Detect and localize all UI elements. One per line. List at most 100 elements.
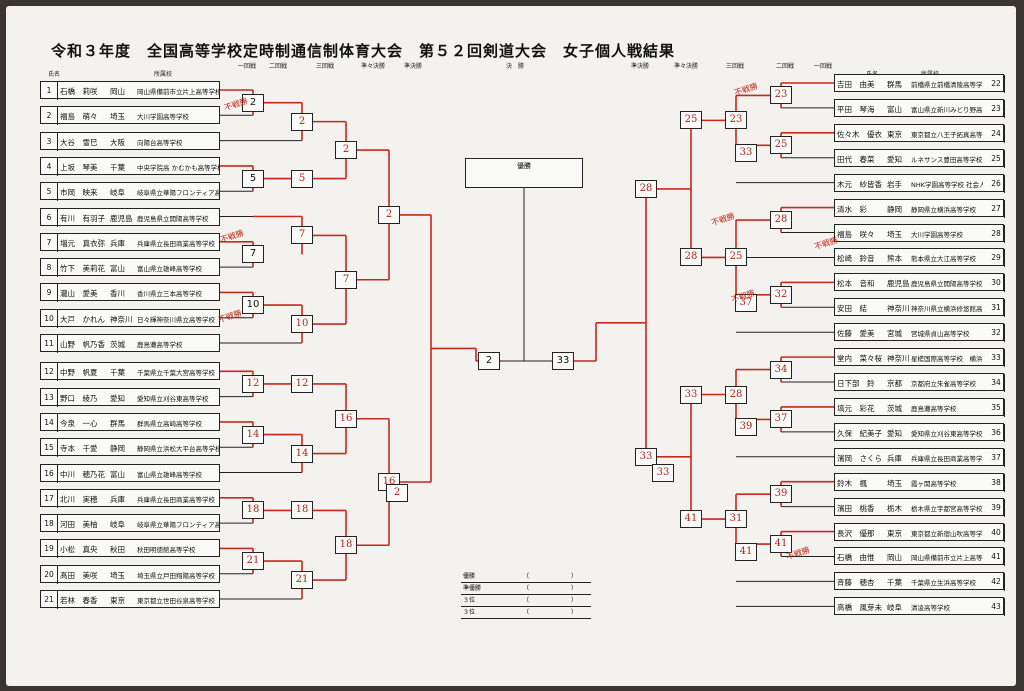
player-school: 千葉県立生浜高等学校 <box>911 579 976 588</box>
player-no: 31 <box>988 299 1005 318</box>
player-no: 36 <box>988 423 1005 442</box>
player-pref: 岐阜 <box>110 188 125 198</box>
player-school: 岡山県備前市立片上高等学校 <box>137 88 219 96</box>
player-no: 40 <box>988 523 1005 542</box>
player-no: 17 <box>41 489 58 508</box>
player-name: 今泉 一心 <box>60 418 98 428</box>
player-row: 安田 結神奈川神奈川県立横浜修悠館高等学校31 <box>834 298 1005 318</box>
player-school: 岐阜県立華陽フロンティア高等学校 <box>137 521 219 530</box>
player-school: 京都府立朱雀高等学校 <box>911 380 976 389</box>
match-box: 41 <box>735 543 757 562</box>
player-no: 37 <box>988 448 1005 467</box>
player-school: 前橋県立前橋清陵高等学校 <box>911 81 983 89</box>
player-no: 3 <box>41 132 58 151</box>
player-school: 兵庫県立長田商業高等学校 <box>137 239 215 248</box>
player-school: 秋田明徳館高等学校 <box>137 546 196 555</box>
player-school: 愛知県立刈谷東高等学校 <box>911 429 983 438</box>
player-school: 星槎国際高等学校 横浜 <box>911 355 983 364</box>
player-school: 埼玉県立戸田翔陽高等学校 <box>137 571 215 580</box>
match-box: 2 <box>242 93 264 112</box>
player-school: 香川県立三本高等学校 <box>137 290 202 299</box>
player-row: 5市岡 映来岐阜岐阜県立華陽フロンティア高等学校 <box>40 182 220 202</box>
result-row: 優勝（ ） <box>461 571 591 583</box>
player-name: 大谷 雪巳 <box>60 137 98 147</box>
player-no: 5 <box>41 183 58 202</box>
player-pref: 愛知 <box>887 428 902 438</box>
player-name: 長沢 優那 <box>837 528 875 538</box>
player-pref: 千葉 <box>887 578 902 588</box>
champion-label: 優勝 <box>517 162 531 170</box>
player-name: 北川 実穂 <box>60 494 98 504</box>
match-box: 2 <box>335 141 357 160</box>
player-school: 大川学園高等学校 <box>911 230 963 239</box>
player-no: 21 <box>41 591 58 609</box>
round-header: 一回戦 <box>238 63 257 70</box>
player-name: 吉田 由美 <box>837 80 875 89</box>
player-no: 43 <box>988 598 1005 617</box>
player-no: 23 <box>988 99 1005 118</box>
player-school: 向陽台高等学校 <box>137 138 183 147</box>
player-pref: 岩手 <box>887 179 902 189</box>
player-no: 18 <box>41 515 58 534</box>
player-no: 15 <box>41 439 58 458</box>
player-pref: 愛知 <box>110 393 125 403</box>
match-box: 33 <box>652 463 674 482</box>
player-pref: 岡山 <box>887 553 902 563</box>
player-no: 1 <box>41 82 58 100</box>
final-header: 決 勝 <box>506 63 525 70</box>
player-school: 富山県立新川みどり野高等学校 <box>911 105 983 114</box>
player-no: 11 <box>41 335 58 353</box>
player-school: 群馬県立高崎高等学校 <box>137 419 202 428</box>
player-pref: 千葉 <box>110 368 125 378</box>
match-box: 16 <box>335 409 357 428</box>
player-school: 兵庫県立長田商業高等学校 <box>911 454 983 463</box>
player-name: 髙田 美咲 <box>60 570 98 580</box>
player-school: 熊本県立大江高等学校 <box>911 255 976 264</box>
player-no: 6 <box>41 208 58 227</box>
player-name: 木元 紗皆香 <box>837 179 882 189</box>
player-school: 鹿児島県立開陽高等学校 <box>911 280 983 289</box>
player-name: 竹下 美莉花 <box>60 264 105 274</box>
player-pref: 兵庫 <box>110 494 125 504</box>
player-name: 若林 春香 <box>60 596 98 605</box>
match-box: 18 <box>291 501 313 520</box>
player-school: 宮城県貞山高等学校 <box>911 330 970 339</box>
match-box: 23 <box>725 111 747 130</box>
player-row: 佐々木 優衣東京東京都立八王子拓真高等学校24 <box>834 123 1005 143</box>
round-header: 準決勝 <box>631 63 650 70</box>
player-name: 中川 穂乃花 <box>60 469 105 479</box>
match-box: 2 <box>291 112 313 131</box>
player-school: 東京都立世田谷泉高等学校 <box>137 597 215 605</box>
match-box: 10 <box>242 296 264 315</box>
player-name: 福島 咲々 <box>837 229 875 239</box>
player-name: 佐々木 優衣 <box>837 129 882 139</box>
match-box: 28 <box>725 385 747 404</box>
round-header: 三回戦 <box>316 63 335 70</box>
player-pref: 富山 <box>110 264 125 274</box>
match-box: 28 <box>680 248 702 267</box>
player-name: 濱田 桃香 <box>837 503 875 513</box>
player-school: ルネサンス豊田高等学校 <box>911 155 983 164</box>
match-box: 34 <box>770 360 792 379</box>
player-school: 東京都立八王子拓真高等学校 <box>911 130 983 139</box>
player-school: NHK学園高等学校 社会人コース <box>911 180 983 189</box>
round-header: 準決勝 <box>404 63 423 70</box>
player-pref: 東京 <box>887 129 902 139</box>
player-name: 松本 音和 <box>837 279 875 289</box>
